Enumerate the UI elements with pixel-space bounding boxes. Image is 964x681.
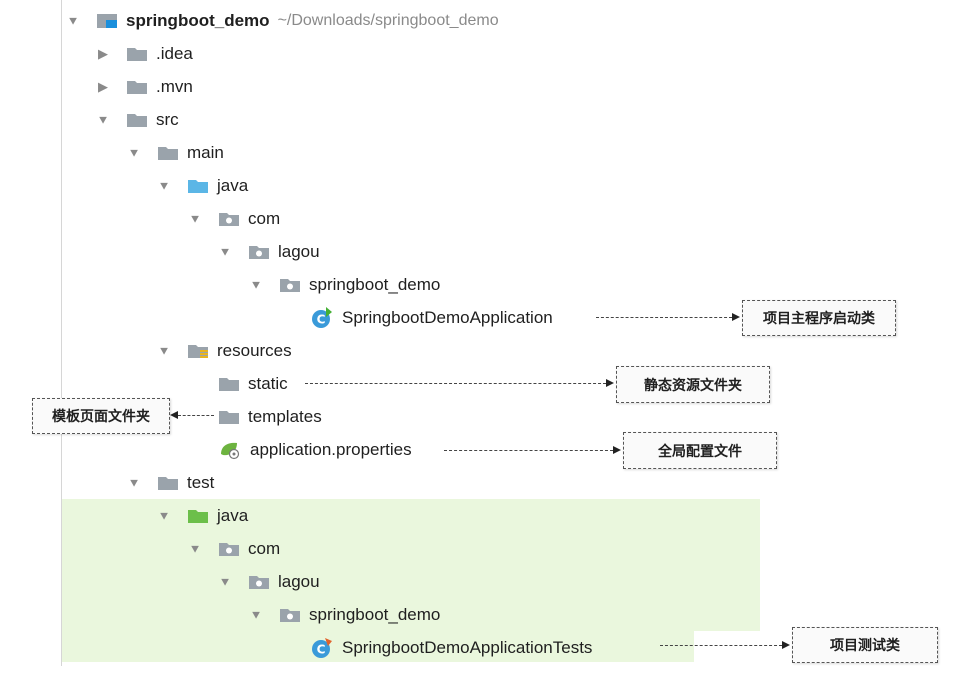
tree-label: SpringbootDemoApplicationTests (342, 637, 593, 657)
tree-gutter-line (61, 0, 62, 666)
tree-row-main-com[interactable]: ▼ com (188, 202, 281, 235)
folder-icon (158, 145, 180, 161)
folder-icon (127, 46, 149, 62)
package-icon (219, 541, 241, 557)
tree-label: com (248, 538, 281, 558)
tree-label: SpringbootDemoApplication (342, 307, 553, 327)
tree-row-idea[interactable]: ▶ .idea (96, 37, 193, 70)
collapse-arrow-icon[interactable]: ▶ (98, 78, 108, 94)
folder-icon (158, 475, 180, 491)
source-root-folder-icon (188, 178, 210, 194)
arrowhead-icon (732, 313, 740, 321)
tree-row-main-class[interactable]: C SpringbootDemoApplication (311, 301, 553, 334)
expand-arrow-icon[interactable]: ▼ (96, 112, 110, 127)
svg-text:C: C (317, 642, 326, 656)
tree-label: springboot_demo (309, 604, 441, 624)
tree-label: java (217, 175, 249, 195)
tree-row-test-class[interactable]: C SpringbootDemoApplicationTests (311, 631, 592, 664)
project-path: ~/Downloads/springboot_demo (277, 11, 499, 29)
folder-icon (219, 409, 241, 425)
tree-row-src[interactable]: ▼ src (96, 103, 179, 136)
expand-arrow-icon[interactable]: ▼ (249, 277, 263, 292)
tree-row-main-pkg[interactable]: ▼ springboot_demo (249, 268, 441, 301)
tree-label: .mvn (156, 76, 193, 96)
annotation-connector (660, 645, 782, 646)
module-folder-icon (97, 13, 119, 29)
spring-test-class-icon: C (311, 637, 335, 659)
expand-arrow-icon[interactable]: ▼ (188, 541, 202, 556)
annotation-main-class: 项目主程序启动类 (742, 300, 896, 336)
package-icon (280, 607, 302, 623)
tree-label: springboot_demo (309, 274, 441, 294)
annotation-connector (178, 415, 214, 416)
tree-row-app-props[interactable]: application.properties (219, 433, 412, 466)
tree-label: application.properties (250, 439, 412, 459)
project-name: springboot_demo (126, 10, 270, 30)
annotation-app-props: 全局配置文件 (623, 432, 777, 469)
expand-arrow-icon[interactable]: ▼ (157, 343, 171, 358)
arrowhead-icon (170, 411, 178, 419)
package-icon (280, 277, 302, 293)
test-scope-highlight (62, 499, 760, 631)
expand-arrow-icon[interactable]: ▼ (127, 475, 141, 490)
folder-icon (219, 376, 241, 392)
tree-label: lagou (278, 241, 320, 261)
expand-arrow-icon[interactable]: ▼ (218, 574, 232, 589)
tree-row-mvn[interactable]: ▶ .mvn (96, 70, 193, 103)
tree-row-main[interactable]: ▼ main (127, 136, 224, 169)
expand-arrow-icon[interactable]: ▼ (249, 607, 263, 622)
tree-row-test-lagou[interactable]: ▼ lagou (218, 565, 320, 598)
arrowhead-icon (613, 446, 621, 454)
collapse-arrow-icon[interactable]: ▶ (98, 45, 108, 61)
test-scope-highlight-tail (62, 631, 694, 662)
expand-arrow-icon[interactable]: ▼ (188, 211, 202, 226)
tree-label: templates (248, 406, 322, 426)
tree-label: resources (217, 340, 292, 360)
spring-properties-icon (219, 440, 243, 460)
tree-row-test-com[interactable]: ▼ com (188, 532, 281, 565)
tree-label: test (187, 472, 215, 492)
tree-row-static[interactable]: static (219, 367, 288, 400)
tree-row-main-java[interactable]: ▼ java (157, 169, 249, 202)
spring-class-icon: C (311, 306, 335, 329)
annotation-templates: 模板页面文件夹 (32, 398, 170, 434)
folder-icon (127, 79, 149, 95)
annotation-static: 静态资源文件夹 (616, 366, 770, 403)
tree-row-templates[interactable]: templates (219, 400, 322, 433)
tree-row-resources[interactable]: ▼ resources (157, 334, 292, 367)
annotation-connector (596, 317, 732, 318)
tree-row-main-lagou[interactable]: ▼ lagou (218, 235, 320, 268)
tree-row-project[interactable]: ▼ springboot_demo ~/Downloads/springboot… (66, 4, 499, 37)
expand-arrow-icon[interactable]: ▼ (127, 145, 141, 160)
tree-row-test-java[interactable]: ▼ java (157, 499, 249, 532)
svg-text:C: C (317, 312, 326, 326)
package-icon (219, 211, 241, 227)
tree-label: lagou (278, 571, 320, 591)
annotation-connector (444, 450, 613, 451)
tree-row-test[interactable]: ▼ test (127, 466, 215, 499)
tree-label: .idea (156, 43, 193, 63)
folder-icon (127, 112, 149, 128)
tree-label: static (248, 373, 288, 393)
annotation-test-class: 项目测试类 (792, 627, 938, 663)
package-icon (249, 574, 271, 590)
tree-label: main (187, 142, 224, 162)
tree-label: src (156, 109, 179, 129)
arrowhead-icon (606, 379, 614, 387)
tree-label: com (248, 208, 281, 228)
expand-arrow-icon[interactable]: ▼ (157, 508, 171, 523)
expand-arrow-icon[interactable]: ▼ (218, 244, 232, 259)
arrowhead-icon (782, 641, 790, 649)
tree-label: java (217, 505, 249, 525)
expand-arrow-icon[interactable]: ▼ (66, 13, 80, 28)
test-root-folder-icon (188, 508, 210, 524)
annotation-connector (305, 383, 606, 384)
tree-row-test-pkg[interactable]: ▼ springboot_demo (249, 598, 441, 631)
package-icon (249, 244, 271, 260)
resources-folder-icon (188, 343, 210, 359)
expand-arrow-icon[interactable]: ▼ (157, 178, 171, 193)
